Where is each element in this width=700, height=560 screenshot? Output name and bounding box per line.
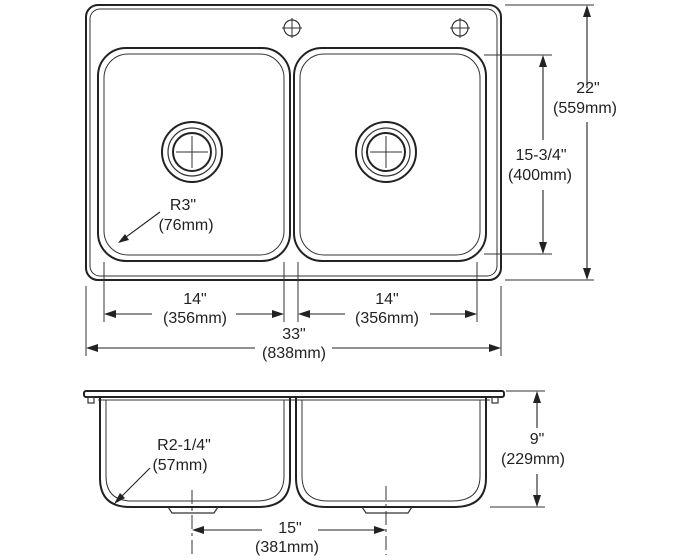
drain-spacing-metric: (381mm)	[255, 539, 319, 556]
overall-depth-metric: (559mm)	[553, 100, 617, 117]
right-bowl	[293, 47, 487, 262]
corner-radius-label: R3"	[170, 197, 196, 214]
faucet-hole-right	[450, 18, 470, 38]
right-bowl-width-label: 14"	[375, 291, 398, 308]
drain-spacing-dimension	[192, 526, 386, 534]
corner-radius-metric: (76mm)	[158, 217, 213, 234]
plan-view: R3" (76mm) 14" (356mm) 14" (356mm)	[85, 4, 617, 362]
drain-spacing-label: 15"	[278, 520, 301, 537]
overall-depth-label: 22"	[576, 80, 599, 97]
overall-depth-dimension	[583, 5, 591, 280]
left-bowl-section	[99, 398, 291, 508]
corner-radius-leader	[118, 211, 161, 243]
bottom-radius-metric: (57mm)	[152, 457, 207, 474]
overall-width-metric: (838mm)	[262, 345, 326, 362]
left-drain	[161, 121, 223, 183]
left-drain-section	[167, 506, 219, 514]
right-bowl-width-dimension	[298, 310, 477, 318]
bowl-depth-dimension	[533, 391, 541, 507]
overall-width-dimension	[86, 344, 501, 352]
faucet-hole-left	[282, 18, 302, 38]
right-bowl-width-metric: (356mm)	[355, 310, 419, 327]
sink-deck-outline	[85, 4, 502, 281]
bottom-radius-label: R2-1/4"	[157, 437, 211, 454]
section-view: R2-1/4" (57mm) 9" (229mm) 15" (381mm)	[83, 390, 565, 556]
bowl-length-dimension	[539, 55, 547, 254]
left-bowl-width-dimension	[104, 310, 284, 318]
sink-deck-inner-outline	[89, 8, 498, 277]
left-bowl-width-label: 14"	[183, 291, 206, 308]
bowl-depth-label: 9"	[530, 431, 545, 448]
bottom-radius-leader	[114, 467, 151, 504]
right-drain-section	[361, 506, 413, 514]
overall-width-label: 33"	[282, 326, 305, 343]
bowl-length-metric: (400mm)	[508, 167, 572, 184]
sink-rim	[83, 390, 505, 398]
left-bowl-width-metric: (356mm)	[163, 310, 227, 327]
bowl-depth-metric: (229mm)	[501, 451, 565, 468]
right-drain	[355, 121, 417, 183]
bowl-length-label: 15-3/4"	[515, 147, 566, 164]
right-bowl-section	[295, 398, 487, 508]
left-bowl	[97, 47, 291, 262]
